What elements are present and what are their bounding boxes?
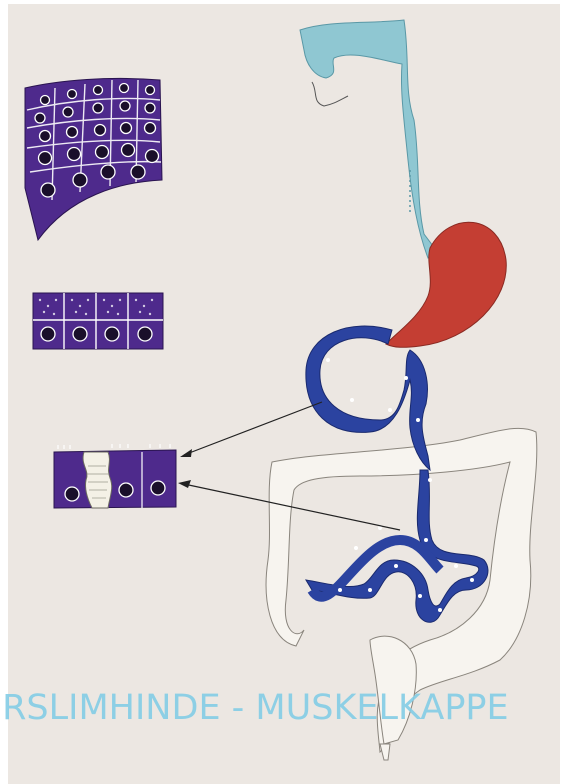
intestinal-villus-epithelium-icon: [54, 444, 176, 508]
simple-epithelium-icon: [33, 293, 163, 349]
